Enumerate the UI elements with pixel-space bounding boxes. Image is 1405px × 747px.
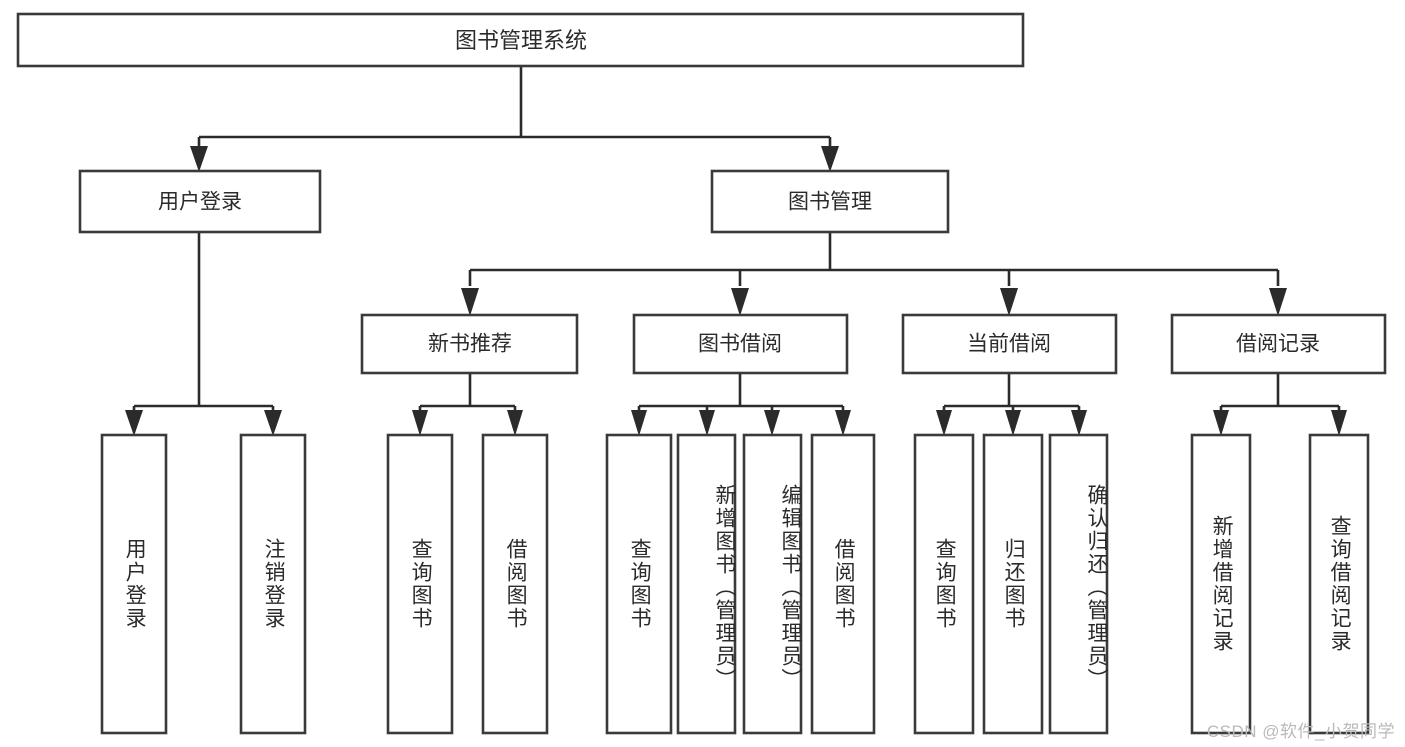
node-box-leaf-query-book-1[interactable]	[386, 433, 454, 735]
node-box-leaf-confirm-return-admin[interactable]	[1048, 433, 1109, 735]
node-label-book-manage: 图书管理	[788, 191, 872, 214]
arrowhead-leaf-user-login	[125, 410, 143, 436]
node-box-leaf-edit-book-admin[interactable]	[742, 433, 803, 735]
node-box-new-book-rec[interactable]	[360, 313, 579, 375]
node-box-book-borrow[interactable]	[632, 313, 849, 375]
node-box-user-login[interactable]	[78, 169, 322, 234]
arrowhead-borrow-record	[1269, 288, 1287, 316]
arrowhead-leaf-query-book-1	[412, 410, 428, 436]
arrowhead-leaf-borrow-book-1	[507, 410, 523, 436]
arrowhead-leaf-add-borrow-record	[1213, 410, 1229, 436]
node-label-root: 图书管理系统	[455, 28, 587, 53]
watermark: CSDN @软件_小贺同学	[1206, 722, 1395, 741]
arrowhead-leaf-logout-login	[264, 410, 282, 436]
node-label-user-login: 用户登录	[158, 191, 242, 214]
arrowhead-leaf-return-book	[1005, 410, 1021, 436]
node-box-leaf-user-login[interactable]	[100, 433, 168, 735]
arrowhead-new-book-rec	[461, 288, 479, 316]
connector-layer	[125, 66, 1347, 436]
arrowhead-current-borrow	[1000, 288, 1018, 316]
node-box-current-borrow[interactable]	[901, 313, 1118, 375]
arrowhead-leaf-borrow-book-2	[835, 410, 851, 436]
arrowhead-leaf-query-book-2	[631, 410, 647, 436]
node-box-borrow-record[interactable]	[1170, 313, 1387, 375]
arrowhead-leaf-query-book-3	[936, 410, 952, 436]
node-box-leaf-query-book-3[interactable]	[913, 433, 975, 735]
node-label-borrow-record: 借阅记录	[1236, 333, 1320, 356]
arrowhead-book-borrow	[731, 288, 749, 316]
node-label-current-borrow: 当前借阅	[967, 333, 1051, 356]
arrowhead-leaf-confirm-return-admin	[1071, 410, 1087, 436]
node-box-book-manage[interactable]	[710, 169, 950, 234]
arrowhead-book-manage	[821, 146, 839, 172]
node-box-leaf-return-book[interactable]	[982, 433, 1044, 735]
node-layer: 图书管理系统 用户登录 图书管理 新书推荐 图书借阅 当前借阅 借阅记录	[16, 12, 1387, 735]
node-box-leaf-borrow-book-2[interactable]	[810, 433, 876, 735]
arrowhead-user-login	[190, 146, 208, 172]
node-box-leaf-add-borrow-record[interactable]	[1190, 433, 1252, 735]
node-box-leaf-add-book-admin[interactable]	[676, 433, 737, 735]
node-box-leaf-query-borrow-record[interactable]	[1308, 433, 1370, 735]
arrowhead-leaf-edit-book-admin	[764, 410, 780, 436]
node-box-leaf-query-book-2[interactable]	[605, 433, 673, 735]
node-box-leaf-borrow-book-1[interactable]	[481, 433, 549, 735]
node-label-book-borrow: 图书借阅	[698, 333, 782, 356]
node-box-root[interactable]	[16, 12, 1025, 68]
node-box-leaf-logout-login[interactable]	[239, 433, 307, 735]
arrowhead-leaf-add-book-admin	[699, 410, 715, 436]
node-label-new-book-rec: 新书推荐	[428, 333, 512, 356]
arrowhead-leaf-query-borrow-record	[1331, 410, 1347, 436]
